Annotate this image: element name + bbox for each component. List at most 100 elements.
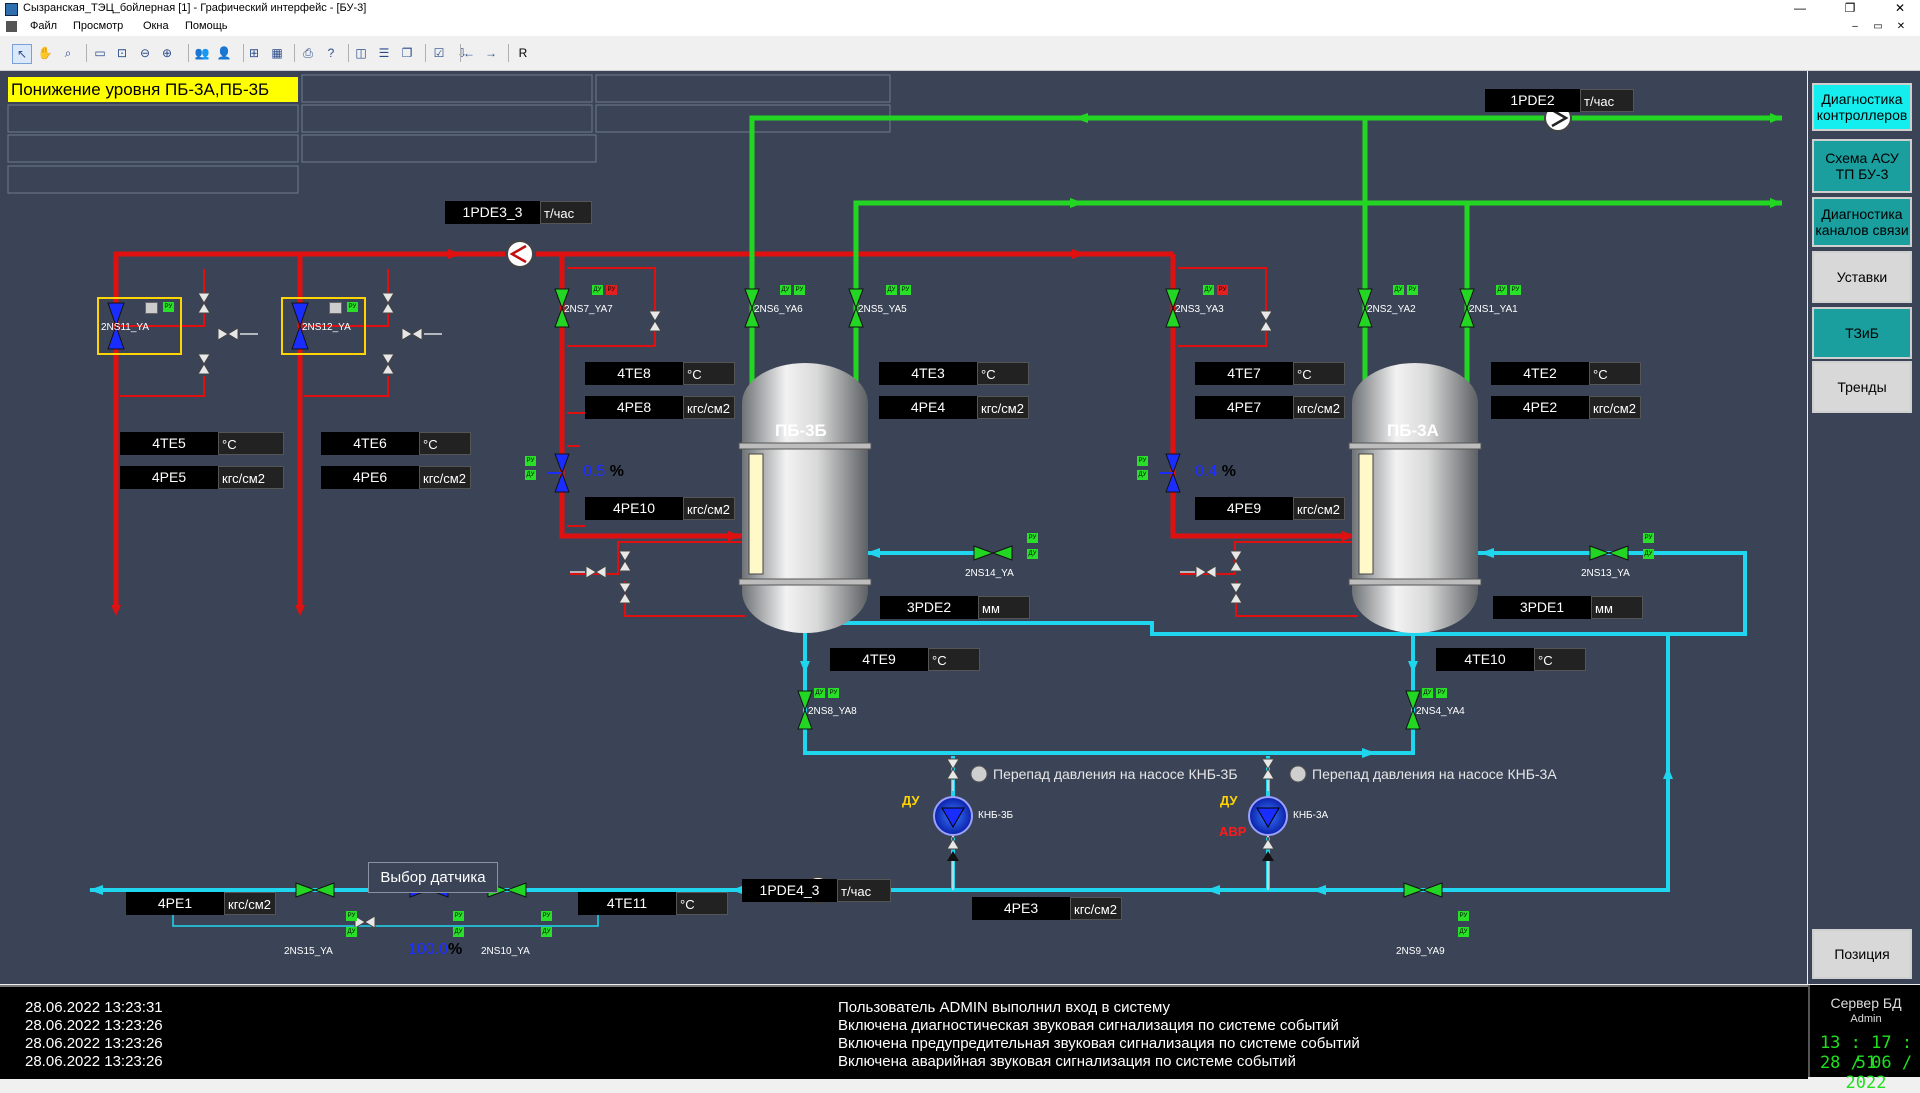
fit-page-icon[interactable]: ⊡ xyxy=(116,46,128,60)
magnifier-icon[interactable]: ⌕ xyxy=(64,46,72,60)
valve-label[interactable]: 2NS15_YA xyxy=(284,946,333,957)
valve-label[interactable]: 2NS11_YA xyxy=(101,322,149,333)
menu-windows[interactable]: Окна xyxy=(143,20,169,32)
alarm-message[interactable]: Понижение уровня ПБ-3А,ПБ-3Б xyxy=(8,77,298,102)
sensor-4te10-tag[interactable]: 4TE10 xyxy=(1436,648,1534,671)
sensor-4te2-tag[interactable]: 4TE2 xyxy=(1491,362,1589,385)
sensor-1pde4-tag[interactable]: 1PDE4_3 xyxy=(742,879,837,902)
arrow-down-icon[interactable]: ⇩ xyxy=(456,46,468,60)
sensor-4pe6-unit: кгс/см2 xyxy=(419,466,471,489)
valve-label[interactable]: 2NS7_YA7 xyxy=(564,304,613,315)
sensor-4pe6-tag[interactable]: 4PE6 xyxy=(321,466,419,489)
valve-label[interactable]: 2NS10_YA xyxy=(481,946,530,957)
mode-tag-ru: РУ xyxy=(1458,911,1469,921)
mode-tag-du: ДУ xyxy=(592,285,603,295)
back-arrow-icon[interactable]: ← xyxy=(463,46,475,60)
pump-left-name[interactable]: КНБ-3Б xyxy=(978,810,1014,821)
users-icon[interactable]: 👥 xyxy=(194,46,210,60)
pump-right-name[interactable]: КНБ-3А xyxy=(1293,810,1329,821)
sensor-3pde2-tag[interactable]: 3PDE2 xyxy=(880,596,978,619)
server-label: Сервер БД xyxy=(1830,995,1902,1011)
zoom-in-icon[interactable]: ⊕ xyxy=(161,46,173,60)
sensor-4pe4-tag[interactable]: 4PE4 xyxy=(879,396,977,419)
tooltip-icon[interactable]: ? xyxy=(327,46,335,60)
menu-view[interactable]: Просмотр xyxy=(73,20,124,32)
sensor-4pe1-unit: кгс/см2 xyxy=(224,892,276,915)
inner-minimize-button[interactable]: – xyxy=(1852,21,1858,32)
cascade-windows-icon[interactable]: ❐ xyxy=(401,46,413,60)
inner-restore-button[interactable]: ▭ xyxy=(1873,21,1883,32)
menu-help[interactable]: Помощь xyxy=(185,20,228,32)
sensor-4pe8-tag[interactable]: 4PE8 xyxy=(585,396,683,419)
sensor-3pde1-unit: мм xyxy=(1591,596,1643,619)
scheme-asu-tp-button[interactable]: Схема АСУ ТП БУ-3 xyxy=(1812,139,1912,193)
valve-label[interactable]: 2NS3_YA3 xyxy=(1175,304,1224,315)
mode-tag-ru: РУ xyxy=(606,285,617,295)
sensor-4pe1-tag[interactable]: 4PE1 xyxy=(126,892,224,915)
valve-label[interactable]: 2NS12_YA xyxy=(302,322,351,333)
regulator-bottom-value[interactable]: 100.0% xyxy=(408,941,463,958)
valve-label[interactable]: 2NS1_YA1 xyxy=(1469,304,1518,315)
valve-label[interactable]: 2NS13_YA xyxy=(1581,568,1630,579)
sensor-4pe2-tag[interactable]: 4PE2 xyxy=(1491,396,1589,419)
maximize-button[interactable]: ❐ xyxy=(1844,1,1856,15)
table-icon[interactable]: ▦ xyxy=(271,46,283,60)
pointer-tool-icon[interactable]: ↖ xyxy=(12,44,32,64)
minimize-button[interactable]: — xyxy=(1794,1,1806,15)
position-button[interactable]: Позиция xyxy=(1812,929,1912,979)
hand-tool-icon[interactable]: ✋ xyxy=(37,46,53,60)
sensor-4te8-tag[interactable]: 4TE8 xyxy=(585,362,683,385)
toolbar-separator xyxy=(508,44,509,62)
tzib-button[interactable]: ТЗиБ xyxy=(1812,307,1912,359)
split-vertical-icon[interactable]: ◫ xyxy=(355,46,367,60)
settings-button[interactable]: Уставки xyxy=(1812,251,1912,303)
regulator-right-value[interactable]: 0.4 % xyxy=(1195,463,1236,480)
sensor-4te9-tag[interactable]: 4TE9 xyxy=(830,648,928,671)
checklist-icon[interactable]: ☑ xyxy=(433,46,445,60)
sensor-4pe5-tag[interactable]: 4PE5 xyxy=(120,466,218,489)
sensor-4pe9-tag[interactable]: 4PE9 xyxy=(1195,497,1293,520)
sensor-4pe3-tag[interactable]: 4PE3 xyxy=(972,897,1070,920)
sensor-4pe7-tag[interactable]: 4PE7 xyxy=(1195,396,1293,419)
inner-close-button[interactable]: ✕ xyxy=(1896,21,1906,32)
valve-label[interactable]: 2NS14_YA xyxy=(965,568,1014,579)
sensor-4te5-unit: °C xyxy=(218,432,284,455)
valve-label[interactable]: 2NS4_YA4 xyxy=(1416,706,1465,717)
sensor-4te6-tag[interactable]: 4TE6 xyxy=(321,432,419,455)
zoom-out-icon[interactable]: ⊖ xyxy=(139,46,151,60)
diagnostics-controllers-button[interactable]: Диагностика контроллеров xyxy=(1812,83,1912,131)
valve-label[interactable]: 2NS2_YA2 xyxy=(1367,304,1416,315)
sensor-4pe10-tag[interactable]: 4PE10 xyxy=(585,497,683,520)
mode-tag-du: ДУ xyxy=(525,470,536,480)
sensor-4te5-tag[interactable]: 4TE5 xyxy=(120,432,218,455)
close-button[interactable]: ✕ xyxy=(1894,1,1906,15)
sensor-1pde2-tag[interactable]: 1PDE2 xyxy=(1485,89,1580,112)
trends-button[interactable]: Тренды xyxy=(1812,361,1912,413)
mode-tag-ru: РУ xyxy=(541,911,552,921)
menu-file[interactable]: Файл xyxy=(30,20,58,32)
sensor-4te3-unit: °C xyxy=(977,362,1029,385)
sensor-4te7-tag[interactable]: 4TE7 xyxy=(1195,362,1293,385)
valve-label[interactable]: 2NS6_YA6 xyxy=(754,304,803,315)
split-horizontal-icon[interactable]: ☰ xyxy=(378,46,390,60)
sensor-select-button[interactable]: Выбор датчика xyxy=(368,862,498,893)
sensor-3pde1-tag[interactable]: 3PDE1 xyxy=(1493,596,1591,619)
sensor-4te11-tag[interactable]: 4TE11 xyxy=(578,892,676,915)
refresh-r-button[interactable]: R xyxy=(518,46,528,60)
valve-label[interactable]: 2NS5_YA5 xyxy=(858,304,907,315)
actual-size-icon[interactable]: ▭ xyxy=(94,46,106,60)
toolbar-separator xyxy=(294,44,295,62)
valve-label[interactable]: 2NS9_YA9 xyxy=(1396,946,1445,957)
binoculars-icon[interactable]: ⊞ xyxy=(248,46,260,60)
sensor-4te3-tag[interactable]: 4TE3 xyxy=(879,362,977,385)
sensor-1pde3-tag[interactable]: 1PDE3_3 xyxy=(445,201,540,224)
forward-arrow-icon[interactable]: → xyxy=(485,46,497,60)
valve-label[interactable]: 2NS8_YA8 xyxy=(808,706,857,717)
diagnostics-channels-button[interactable]: Диагностика каналов связи xyxy=(1812,197,1912,247)
sensor-4pe3-unit: кгс/см2 xyxy=(1070,897,1122,920)
print-icon[interactable]: ⎙ xyxy=(303,46,313,60)
regulator-left-value[interactable]: 0.5 % xyxy=(583,463,624,480)
user-settings-icon[interactable]: 👤 xyxy=(216,46,232,60)
mode-tag-ru: РУ xyxy=(828,688,839,698)
sensor-4te8-unit: °C xyxy=(683,362,735,385)
